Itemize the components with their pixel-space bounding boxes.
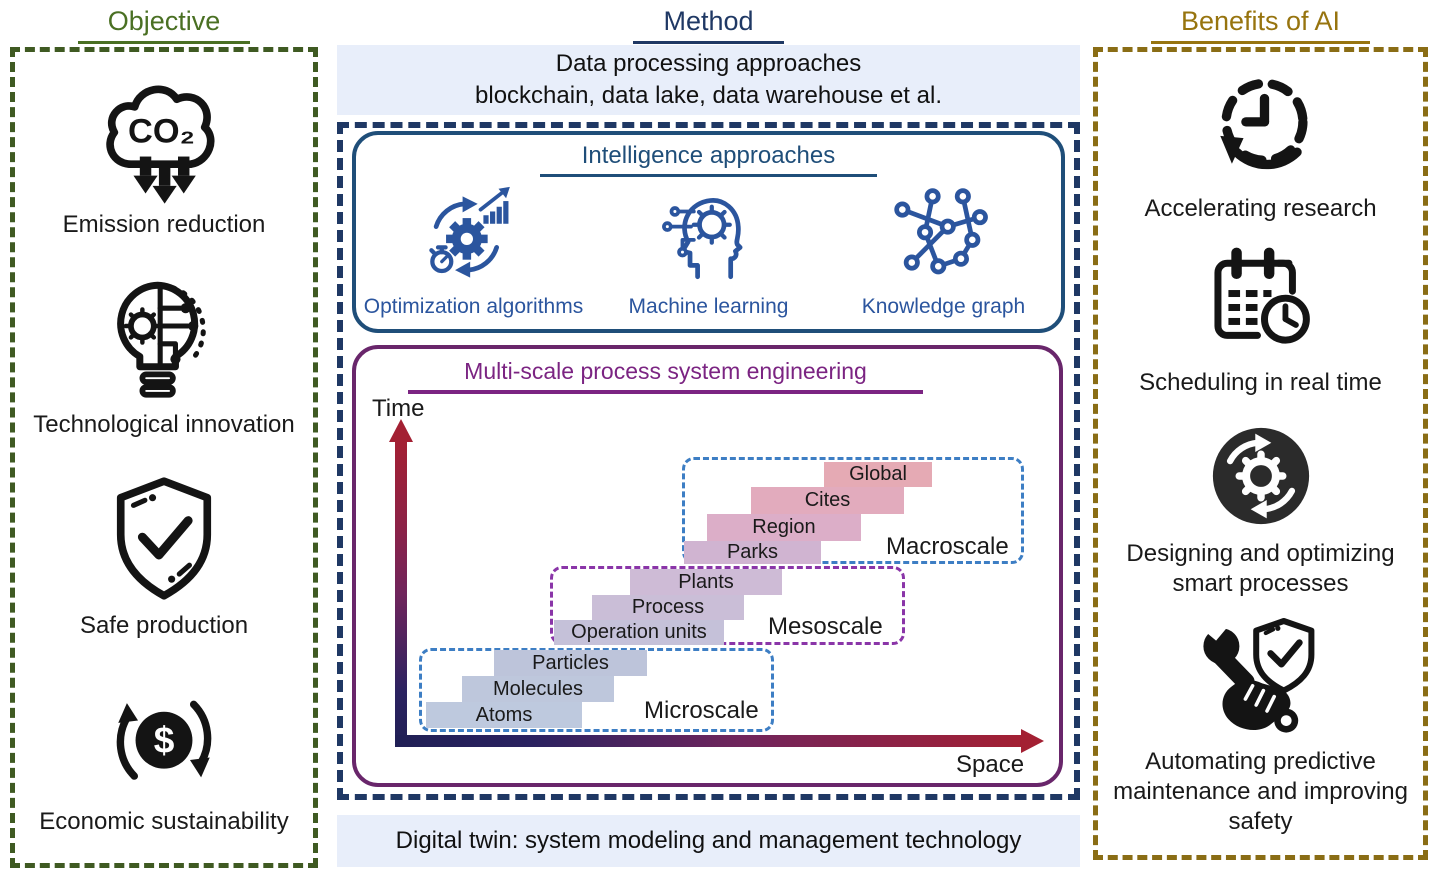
bulb-circuit-icon xyxy=(117,282,206,398)
staircase-step: Cites xyxy=(751,487,904,514)
objective-item-label: Safe production xyxy=(79,611,249,639)
dollar-cycle-icon: $ xyxy=(116,700,212,780)
benefit-item-scheduling: Scheduling in real time xyxy=(1139,240,1382,398)
benefit-item-label: Scheduling in real time xyxy=(1139,368,1382,396)
scale-box-macroscale xyxy=(682,457,1024,564)
objective-panel: CO₂ Emission reduction xyxy=(10,47,318,868)
scale-box-mesoscale xyxy=(550,566,905,645)
objective-item-economy: $ Economic sustainability xyxy=(39,671,289,837)
node-network-icon xyxy=(894,188,989,275)
co2-cloud-icon: CO₂ xyxy=(106,85,215,204)
intel-item-label: Knowledge graph xyxy=(861,295,1026,318)
objective-item-innovation: Technological innovation xyxy=(33,270,295,440)
intel-item-label: Machine learning xyxy=(628,295,789,318)
benefit-item-label: Designing and optimizing smart processes xyxy=(1126,540,1395,598)
dollar-glyph: $ xyxy=(154,719,175,761)
objective-title: Objective xyxy=(10,6,318,44)
staircase-step: Molecules xyxy=(462,676,614,702)
space-axis-label: Space xyxy=(956,751,1025,778)
intel-item-label: Optimization algorithms xyxy=(363,295,584,318)
intelligence-approaches-box: Intelligence approaches xyxy=(352,131,1065,333)
multiscale-title: Multi-scale process system engineering xyxy=(314,358,1017,394)
benefit-item-maintenance: Automating predictive maintenance and im… xyxy=(1103,614,1418,837)
method-panel: Data processing approaches blockchain, d… xyxy=(337,0,1080,877)
history-clock-icon xyxy=(1219,78,1308,170)
digital-twin-banner: Digital twin: system modeling and manage… xyxy=(337,815,1080,867)
method-title: Method xyxy=(337,6,1080,44)
space-axis xyxy=(395,735,1023,747)
scale-label-microscale: Microscale xyxy=(644,697,759,724)
staircase-step: Atoms xyxy=(426,702,582,728)
wrench-shield-icon xyxy=(1202,614,1314,733)
calendar-clock-icon xyxy=(1213,247,1310,344)
staircase-step: Operation units xyxy=(554,620,724,645)
head-gear-icon xyxy=(662,198,743,280)
benefits-title: Benefits of AI xyxy=(1093,6,1428,44)
time-axis-arrowhead xyxy=(389,419,413,442)
gear-cycle-filled-icon xyxy=(1212,428,1309,525)
data-processing-line2: blockchain, data lake, data warehouse et… xyxy=(475,82,942,109)
objective-item-label: Technological innovation xyxy=(33,411,295,439)
objective-item-label: Economic sustainability xyxy=(39,807,289,835)
scale-label-macroscale: Macroscale xyxy=(886,533,1009,560)
staircase-step: Plants xyxy=(630,569,782,595)
benefits-panel: Accelerating research xyxy=(1093,47,1428,860)
data-processing-line1: Data processing approaches xyxy=(555,49,862,77)
scale-box-microscale xyxy=(419,648,774,732)
co2-label: CO₂ xyxy=(128,113,195,151)
time-axis xyxy=(395,441,407,747)
intelligence-items-row: Optimization algorithms xyxy=(356,185,1061,319)
benefit-item-label: Accelerating research xyxy=(1144,195,1377,222)
objective-item-safety: Safe production xyxy=(80,471,248,641)
scale-label-mesoscale: Mesoscale xyxy=(768,613,883,640)
intel-item-knowledge-graph: Knowledge graph xyxy=(827,185,1060,319)
staircase-step: Region xyxy=(707,514,861,541)
data-processing-banner: Data processing approaches blockchain, d… xyxy=(337,45,1080,115)
staircase-step: Global xyxy=(824,462,932,487)
intelligence-title: Intelligence approaches xyxy=(356,142,1061,177)
intel-item-optimization: Optimization algorithms xyxy=(357,185,590,319)
staircase-step: Particles xyxy=(494,650,647,676)
objective-item-emission: CO₂ Emission reduction xyxy=(62,70,266,240)
benefit-item-design: Designing and optimizing smart processes xyxy=(1111,413,1411,599)
method-dashed-frame xyxy=(337,122,1080,800)
multiscale-box: Multi-scale process system engineering T… xyxy=(352,345,1063,787)
staircase-step: Parks xyxy=(684,541,821,564)
benefit-item-label: Automating predictive maintenance and im… xyxy=(1113,747,1408,835)
gear-optimize-icon xyxy=(429,186,511,278)
staircase-step: Process xyxy=(592,595,744,620)
time-axis-label: Time xyxy=(372,395,425,422)
intel-item-machine-learning: Machine learning xyxy=(592,185,825,319)
objective-item-label: Emission reduction xyxy=(62,211,266,238)
digital-twin-text: Digital twin: system modeling and manage… xyxy=(395,826,1022,854)
benefit-item-research: Accelerating research xyxy=(1144,66,1377,224)
space-axis-arrowhead xyxy=(1021,729,1044,753)
shield-check-icon xyxy=(116,477,212,600)
